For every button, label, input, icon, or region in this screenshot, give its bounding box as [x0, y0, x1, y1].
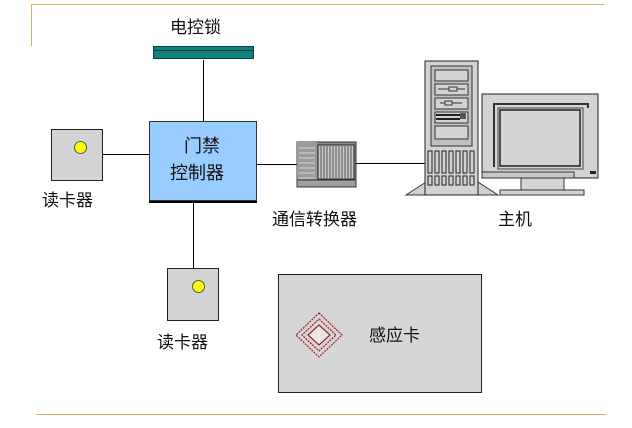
card-reader-bottom-label: 读卡器: [157, 333, 208, 353]
frame-top-line: [31, 4, 604, 5]
host-label: 主机: [498, 210, 532, 230]
frame-bottom-line: [36, 414, 606, 415]
controller-label-line1: 门禁: [184, 136, 220, 157]
card-reader-bottom: [167, 268, 219, 321]
proximity-card: 感应卡: [278, 274, 482, 393]
rfid-logo-icon: [295, 312, 343, 358]
access-controller: 门禁 控制器: [149, 121, 257, 201]
connector-converter-host: [356, 163, 431, 164]
reader-led-icon: [74, 141, 87, 154]
connector-controller-reader-bottom: [193, 200, 194, 268]
connector-lock-controller: [203, 60, 204, 122]
frame-left-line: [31, 4, 32, 46]
converter-label: 通信转换器: [272, 210, 357, 230]
card-reader-left-label: 读卡器: [42, 191, 93, 211]
card-label: 感应卡: [369, 326, 420, 346]
connector-controller-converter: [257, 164, 297, 165]
reader-led-icon: [192, 280, 205, 293]
controller-label-line2: 控制器: [170, 163, 224, 184]
card-reader-left: [51, 129, 103, 181]
connector-reader-controller: [103, 154, 150, 155]
lock-label: 电控锁: [170, 18, 221, 38]
electric-lock-icon: [153, 46, 254, 59]
